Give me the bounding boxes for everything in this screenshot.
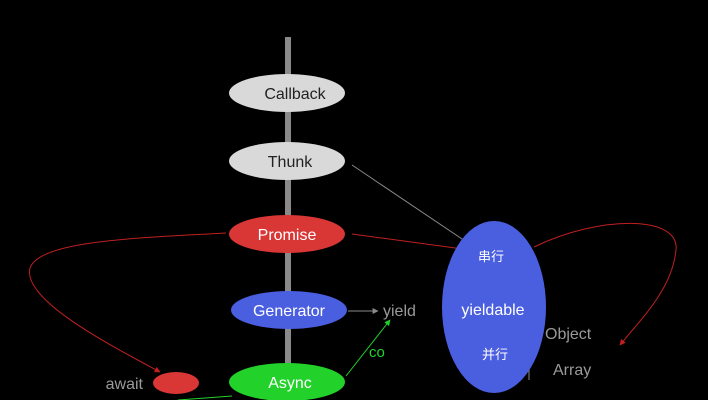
promise-to-serial-line bbox=[351, 233, 471, 253]
callback-label: Callback bbox=[264, 86, 326, 103]
promise-to-await-curve bbox=[29, 232, 227, 373]
yieldable-node bbox=[442, 221, 546, 393]
async-node bbox=[229, 363, 345, 400]
callback-node bbox=[229, 74, 345, 112]
yield-label: yield bbox=[383, 303, 416, 320]
generator-node bbox=[231, 291, 347, 329]
thunk-label: Thunk bbox=[268, 154, 313, 171]
yieldable-serial-label: 串行 bbox=[478, 249, 504, 264]
yieldable-parallel-label: 并行 bbox=[482, 347, 508, 362]
array-label: Array bbox=[553, 362, 591, 379]
yieldable-title: yieldable bbox=[461, 302, 524, 319]
promise-node bbox=[229, 215, 345, 253]
yieldable-loop-curve bbox=[533, 222, 677, 346]
async-bottom-arrow bbox=[177, 395, 233, 400]
await-label: await bbox=[106, 376, 144, 393]
object-label: Object bbox=[545, 326, 592, 343]
co-label: co bbox=[369, 344, 385, 361]
async-label: Async bbox=[268, 375, 312, 392]
thunk-to-serial-line bbox=[351, 164, 469, 244]
thunk-node bbox=[229, 142, 345, 180]
co-arrow bbox=[345, 319, 391, 377]
await-node bbox=[153, 372, 199, 394]
promise-label: Promise bbox=[258, 227, 317, 244]
generator-label: Generator bbox=[253, 303, 326, 320]
